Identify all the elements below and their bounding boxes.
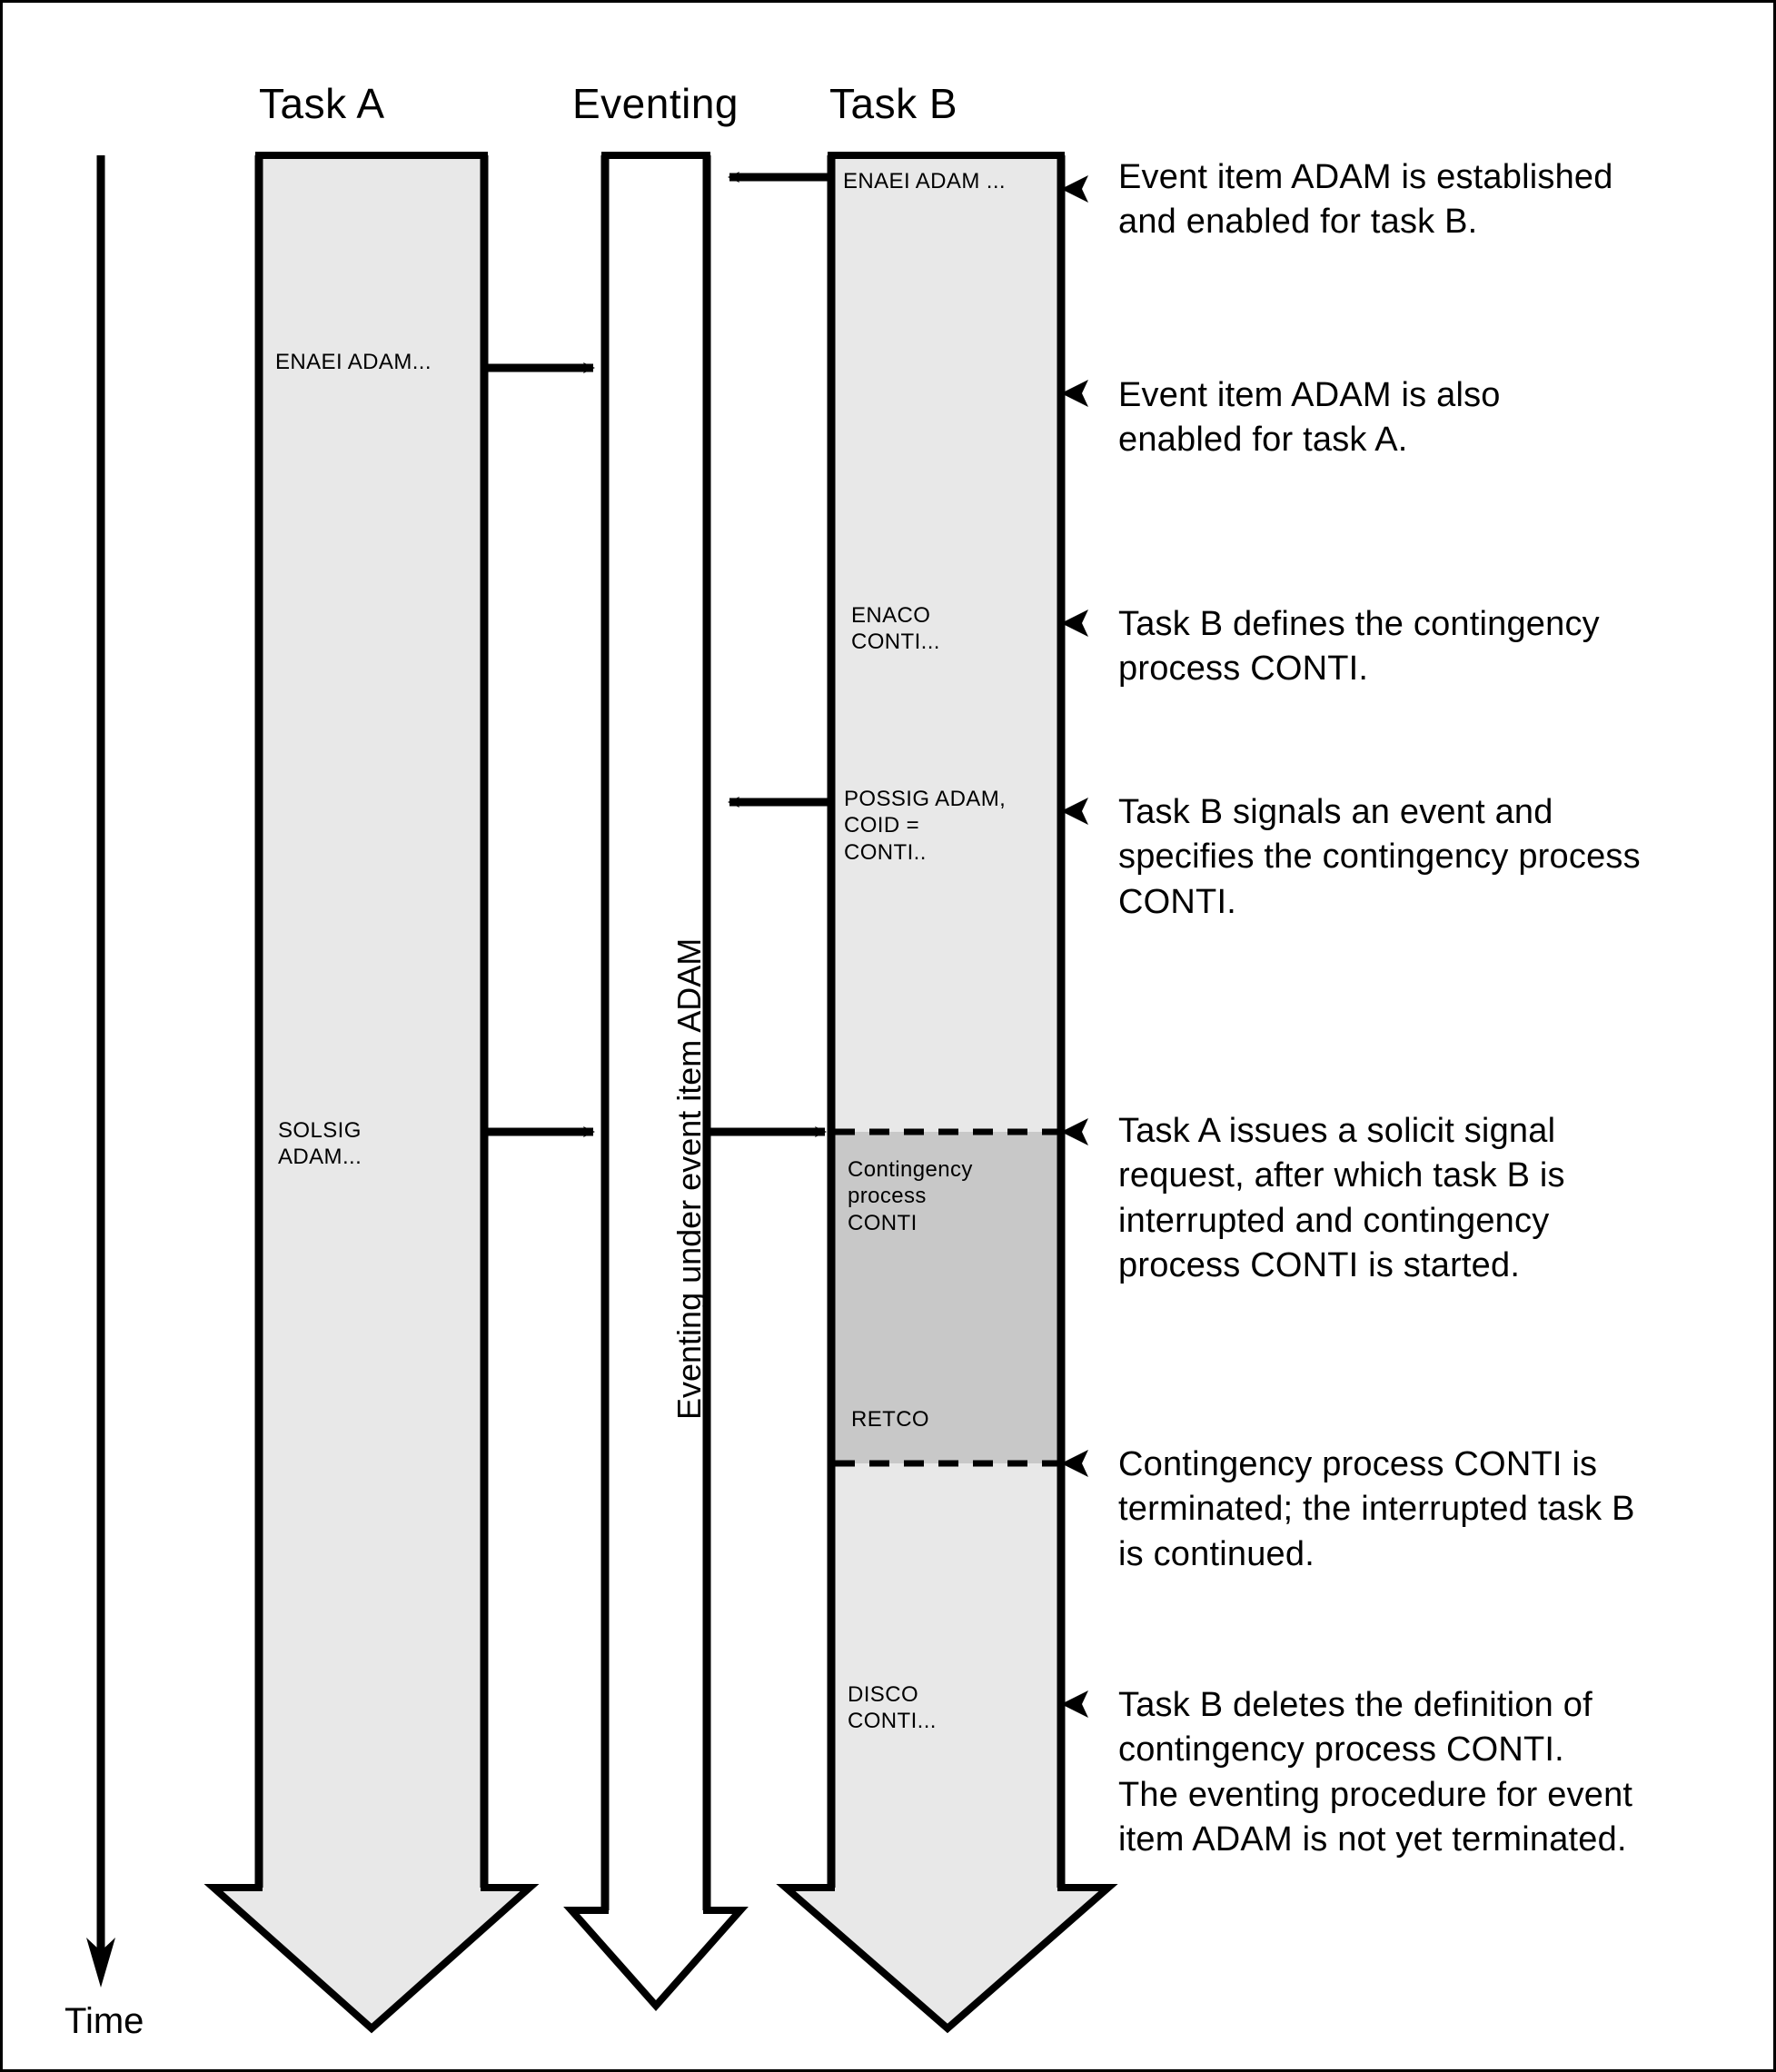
annotation-6: Contingency process CONTI is terminated;… bbox=[1118, 1445, 1635, 1573]
lane-title-task-a: Task A bbox=[259, 80, 385, 127]
lane-label-task-a-solsig: SOLSIG ADAM... bbox=[278, 1118, 362, 1170]
lane-task-b bbox=[776, 152, 1118, 2034]
contingency-process-band bbox=[835, 1132, 1057, 1463]
lane-title-eventing: Eventing bbox=[572, 80, 739, 127]
eventing-vertical-label: Eventing under event item ADAM bbox=[670, 937, 708, 1420]
lane-label-task-b-contingency: Contingency process CONTI bbox=[848, 1157, 973, 1235]
annotation-2: Event item ADAM is also enabled for task… bbox=[1118, 376, 1501, 460]
lane-title-task-b: Task B bbox=[829, 80, 958, 127]
lane-label-task-b-disco: DISCO CONTI... bbox=[848, 1682, 937, 1734]
time-axis-label: Time bbox=[64, 2001, 144, 2041]
lane-label-task-b-enaco: ENACO CONTI... bbox=[851, 603, 940, 655]
lane-task-a bbox=[203, 152, 540, 2034]
lane-label-task-b-retco: RETCO bbox=[851, 1407, 929, 1432]
lane-label-task-a-enaei: ENAEI ADAM... bbox=[275, 350, 432, 374]
annotation-4: Task B signals an event and specifies th… bbox=[1118, 793, 1641, 921]
time-axis-arrow bbox=[86, 155, 115, 1988]
lane-label-task-b-possig: POSSIG ADAM, COID = CONTI.. bbox=[844, 787, 1007, 865]
callout-pointer-1 bbox=[1061, 175, 1088, 203]
callout-pointer-2 bbox=[1061, 380, 1088, 407]
callout-pointers bbox=[1061, 175, 1088, 1718]
annotation-5: Task A issues a solicit signal request, … bbox=[1118, 1112, 1565, 1285]
callout-pointer-4 bbox=[1061, 798, 1088, 825]
callout-pointer-7 bbox=[1061, 1690, 1088, 1718]
callout-pointer-5 bbox=[1061, 1118, 1088, 1145]
annotation-7: Task B deletes the definition of conting… bbox=[1118, 1686, 1633, 1859]
annotation-3: Task B defines the contingency process C… bbox=[1118, 605, 1600, 689]
callout-pointer-3 bbox=[1061, 610, 1088, 637]
lane-eventing bbox=[563, 152, 749, 2012]
lane-label-task-b-enaei: ENAEI ADAM ... bbox=[843, 169, 1006, 193]
callout-pointer-6 bbox=[1061, 1450, 1088, 1477]
annotation-1: Event item ADAM is established and enabl… bbox=[1118, 158, 1613, 242]
diagram-graphics bbox=[86, 152, 1118, 2034]
